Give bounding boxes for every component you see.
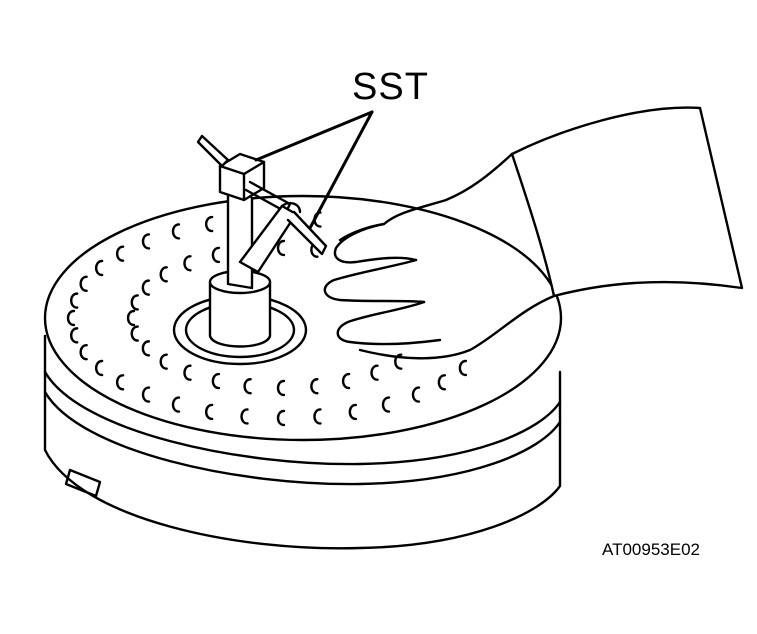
vane-slot (437, 374, 447, 391)
tool-handle-right (244, 180, 292, 214)
vane-slot (394, 353, 403, 370)
special-service-tool (196, 134, 328, 290)
vane-slot (313, 408, 322, 425)
vane-slot (341, 372, 351, 390)
vane-slot (141, 279, 151, 296)
vane-slot (66, 309, 76, 327)
vane-slot (370, 364, 379, 381)
vane-slot (211, 372, 221, 390)
vane-slot (204, 403, 214, 421)
vane-slot (171, 396, 181, 413)
vane-slot (115, 374, 125, 391)
torque-converter (43, 194, 563, 550)
vane-slot (141, 386, 151, 403)
vane-slot (79, 275, 88, 292)
vane-slot (310, 378, 319, 395)
leader-line-head (254, 110, 374, 162)
converter-rim-band-lower (43, 390, 562, 486)
vane-slot (276, 239, 286, 257)
callout-leaders (254, 110, 374, 230)
thumb (338, 222, 386, 242)
tool-shaft (226, 194, 254, 290)
vane-slot (411, 386, 421, 403)
vane-slot (276, 409, 286, 427)
vane-slot (240, 408, 249, 425)
figure-code: AT00953E02 (602, 540, 700, 559)
vane-slot (381, 396, 391, 413)
vane-slot (159, 266, 168, 283)
vane-slot (94, 259, 104, 277)
leader-line-probe (308, 110, 374, 230)
tool-handle-left (196, 134, 230, 168)
vane-slot (126, 309, 136, 327)
vane-slot (211, 246, 221, 264)
tool-arm-detail (280, 201, 302, 214)
vane-slot (130, 325, 139, 342)
vane-slot (183, 255, 192, 272)
vane-slot (458, 359, 468, 377)
sleeve-cuff (510, 106, 744, 298)
converter-slot (64, 468, 102, 498)
vane-slot (70, 292, 79, 309)
sst-callout-label: SST (352, 66, 429, 108)
vane-slot (243, 378, 252, 395)
converter-hub (172, 269, 308, 366)
hub-sleeve (208, 280, 272, 348)
vane-slot (276, 379, 286, 397)
vane-slot (141, 340, 151, 357)
finger-middle (323, 258, 426, 304)
hand-top (382, 152, 514, 226)
finger-ring (336, 300, 442, 346)
vane-slot (130, 294, 139, 311)
technician-hand (323, 106, 744, 360)
converter-rim-band (43, 370, 562, 466)
vane-slot (204, 215, 214, 233)
vane-slot (70, 327, 79, 344)
vane-slot (171, 223, 181, 240)
tool-head-block (218, 152, 266, 202)
vane-slot (348, 403, 358, 421)
vane-slot (159, 353, 168, 370)
vane-slot (79, 344, 88, 361)
vane-slot (183, 364, 192, 381)
vane-slot (115, 245, 125, 262)
hand-back (358, 294, 556, 360)
vane-slot (141, 233, 151, 250)
vane-slot (94, 359, 104, 377)
